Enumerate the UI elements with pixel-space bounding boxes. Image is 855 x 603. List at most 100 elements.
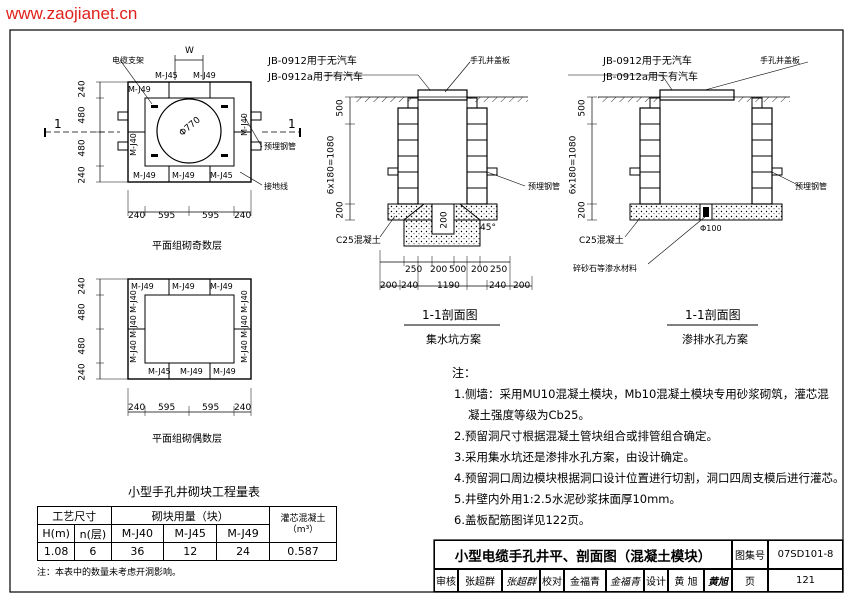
note-line: 2.预留洞尺寸根据混凝土管块组合或排管组合确定。 (454, 429, 718, 443)
dim-w: W (185, 46, 194, 56)
design-label: 设计 (644, 569, 668, 592)
dim-bottom: 200 (430, 265, 448, 275)
section-b-subtitle: 渗排水孔方案 (682, 333, 748, 346)
cover-note-1: JB-0912用于无汽车 (268, 56, 357, 67)
dim-wall: 6x180=1080 (326, 135, 337, 195)
atlas-number: 07SD101-8 (768, 540, 843, 569)
block-label: M-J49 (128, 85, 151, 94)
block-label: M-J49 (213, 367, 236, 376)
note-line: 6.盖板配筋图详见122页。 (454, 513, 591, 527)
cell-n: 6 (74, 542, 112, 561)
th-j49: M-J49 (216, 524, 270, 543)
callout-cable-bracket: 电缆支架 (112, 56, 144, 65)
drawing-title: 小型电缆手孔井平、剖面图（混凝土模块） (434, 540, 732, 569)
lid-label: 手孔井盖板 (470, 56, 510, 65)
dim-h: 240 (128, 403, 146, 413)
dim-v: 480 (77, 106, 88, 124)
block-label: M-J40 (239, 315, 249, 338)
dim-bottom: 250 (405, 265, 423, 275)
callout-embedded-pipe: 预埋钢管 (264, 142, 296, 151)
cover-note-1: JB-0912用于无汽车 (603, 56, 692, 67)
section-a-subtitle: 集水坑方案 (426, 333, 481, 346)
cell-h: 1.08 (36, 542, 76, 561)
block-label: M-J40 (239, 290, 249, 313)
dim-h: 595 (202, 211, 220, 221)
table-row: 1.08 6 36 12 24 0.587 (36, 542, 337, 561)
block-label: M-J40 (128, 315, 138, 338)
check-name: 金福青 (564, 569, 606, 592)
note-line: 4.预留洞口周边模块根据洞口设计位置进行切割，洞口四周支模后进行灌芯。 (454, 471, 845, 485)
section-mark-left: 1 (54, 117, 62, 131)
cover-note-2: JB-0912a用于有汽车 (268, 72, 363, 83)
th-concrete-label: 灌芯混凝土 (280, 513, 326, 524)
pipe-label: 预埋钢管 (528, 182, 560, 191)
th-concrete: 灌芯混凝土 （m³） (269, 506, 337, 543)
block-label: M-J49 (131, 282, 154, 291)
block-label: M-J49 (172, 171, 195, 180)
th-concrete-unit: （m³） (287, 524, 319, 535)
notes-heading: 注： (452, 366, 477, 380)
plan-odd (44, 55, 301, 216)
dim-bottom: 240 (489, 281, 507, 291)
plan-even-caption: 平面组砌偶数层 (152, 434, 222, 445)
block-label: M-J49 (180, 367, 203, 376)
dim-bottom: 500 (449, 265, 467, 275)
watermark: www.zaojianet.cn (6, 4, 138, 23)
callout-ground-wire: 接地线 (264, 182, 288, 191)
block-label: M-J40 (239, 113, 249, 136)
cell-j49: 24 (216, 542, 270, 561)
block-label: M-J40 (128, 290, 138, 313)
dim-500: 500 (335, 99, 346, 117)
dim-pit: 200 (439, 211, 450, 229)
quantity-table: 工艺尺寸 砌块用量（块） 灌芯混凝土 （m³） H(m) n(层) M-J40 … (36, 506, 337, 561)
dim-bottom: 200 (513, 281, 531, 291)
dim-h: 595 (158, 403, 176, 413)
check-signature: 金福青 (606, 569, 644, 592)
lid-label: 手孔井盖板 (760, 56, 800, 65)
dim-bottom: 240 (401, 281, 419, 291)
note-line: 5.井壁内外用1:2.5水泥砂浆抹面厚10mm。 (454, 492, 681, 506)
section-b (568, 61, 809, 326)
table-note: 注：本表中的数量未考虑开洞影响。 (37, 568, 182, 578)
section-a-title: 1-1剖面图 (422, 308, 478, 322)
cover-note-2: JB-0912a用于有汽车 (603, 72, 698, 83)
cell-j45: 12 (163, 542, 218, 561)
th-j40: M-J40 (110, 524, 165, 543)
block-label: M-J49 (193, 71, 216, 80)
dim-500: 500 (577, 99, 588, 117)
review-label: 审核 (434, 569, 458, 592)
dim-h: 595 (202, 403, 220, 413)
block-label: M-J49 (133, 171, 156, 180)
block-label: M-J45 (210, 171, 233, 180)
plan-odd-caption: 平面组砌奇数层 (152, 241, 222, 252)
dim-bottom: 1190 (437, 281, 460, 291)
dim-v: 480 (77, 139, 88, 157)
table-title: 小型手孔井砌块工程量表 (128, 485, 261, 499)
dim-h: 595 (158, 211, 176, 221)
section-mark-right: 1 (288, 117, 296, 131)
th-j45: M-J45 (163, 524, 218, 543)
block-label: M-J40 (128, 340, 138, 363)
dim-h: 240 (234, 211, 252, 221)
dim-v: 240 (77, 80, 88, 98)
section-b-title: 1-1剖面图 (685, 308, 741, 322)
dim-v: 240 (77, 166, 88, 184)
drain-label: 碎砂石等渗水材料 (573, 264, 637, 273)
dim-v: 240 (77, 277, 88, 295)
review-signature: 张超群 (502, 569, 540, 592)
dim-wall: 6x180=1080 (568, 135, 579, 195)
concrete-label: C25混凝土 (579, 236, 624, 246)
block-label: M-J49 (210, 282, 233, 291)
dim-v: 480 (77, 303, 88, 321)
sheet-border (9, 29, 844, 593)
check-label: 校对 (540, 569, 564, 592)
hole-label: Φ100 (700, 224, 722, 233)
dim-bottom: 250 (490, 265, 508, 275)
dim-v: 240 (77, 363, 88, 381)
dim-bottom: 200 (380, 281, 398, 291)
review-name: 张超群 (458, 569, 502, 592)
th-blocks: 砌块用量（块） (110, 506, 270, 525)
dim-h: 240 (128, 211, 146, 221)
angle-label: 45° (480, 223, 496, 233)
